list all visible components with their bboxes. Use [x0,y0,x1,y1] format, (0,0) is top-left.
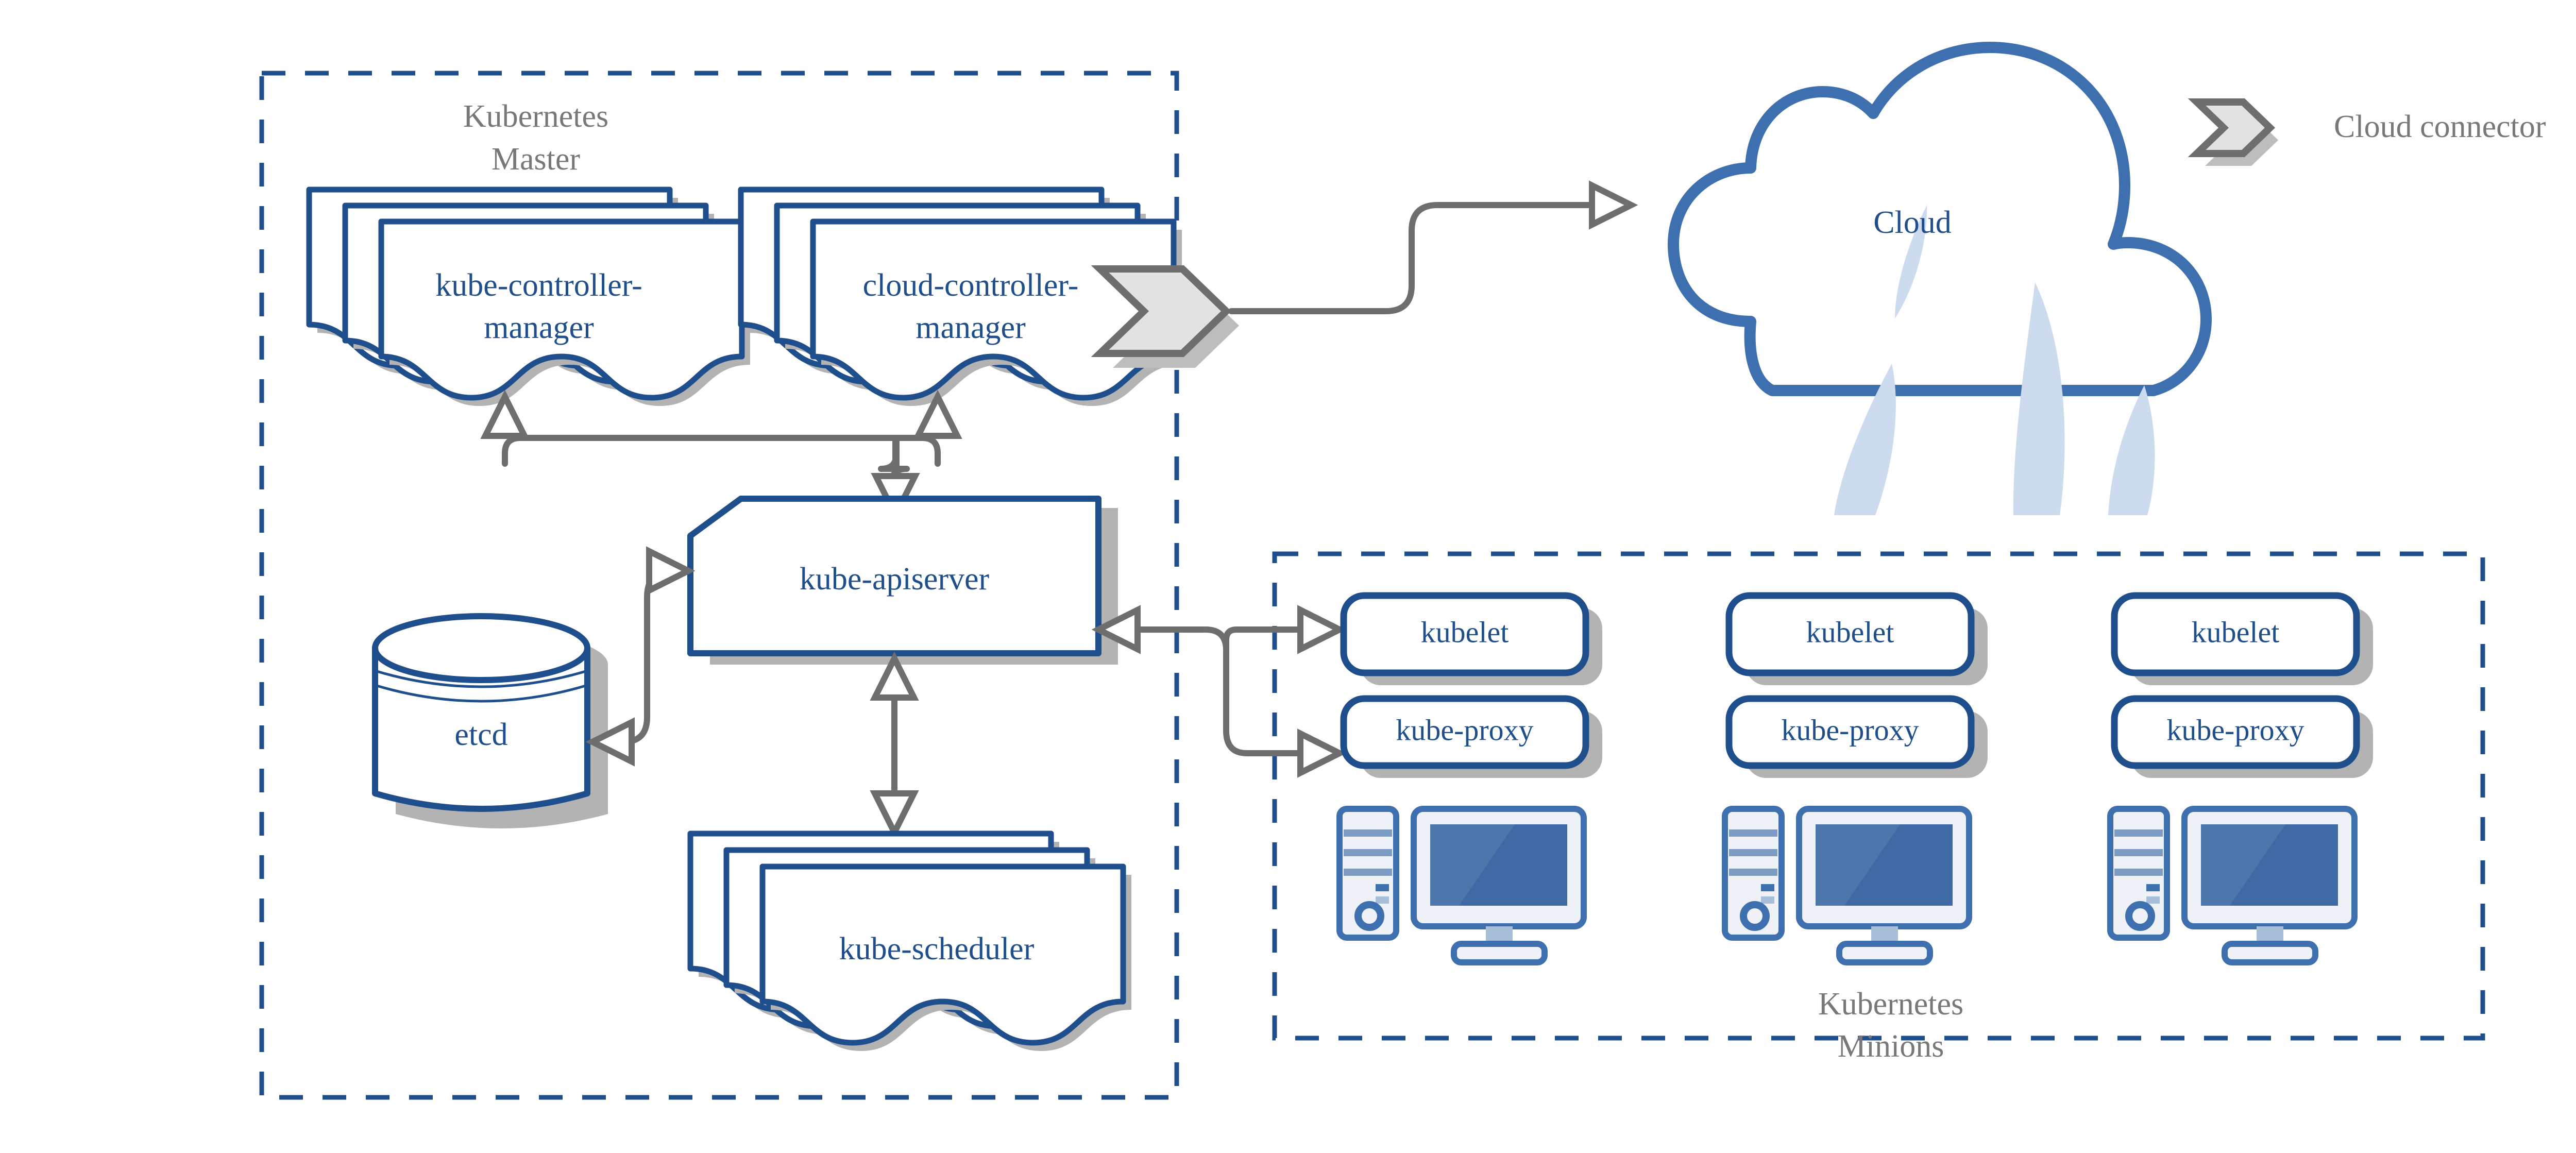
etcd-label: etcd [454,717,507,752]
kubelet-box-3[interactable] [2111,592,2360,676]
legend-cloud-connector-label: Cloud connector [2334,109,2546,144]
legend-chevron-icon [2188,98,2276,157]
connector-apiserver-to-minion1 [1091,605,1347,778]
legend-cloud-connector: Cloud connector [2188,98,2546,166]
cloud-label: Cloud [1873,205,1952,240]
kubelet-label-1: kubelet [1421,615,1509,649]
minion-node-1[interactable]: kubelet kube-proxy [1336,592,1602,965]
kubelet-label-2: kubelet [1806,615,1894,649]
computer-icon-2 [1722,806,1972,965]
kube-controller-manager-label-line2: manager [484,310,594,345]
minion-node-3[interactable]: kubelet kube-proxy [2107,592,2373,965]
kube-scheduler-label: kube-scheduler [839,931,1035,967]
kube-proxy-label-3: kube-proxy [2166,713,2304,747]
connector-controllers-to-apiserver [480,389,962,522]
kubernetes-minions-label-line2: Minions [1838,1029,1944,1064]
kubelet-box-2[interactable] [1725,592,1975,676]
cloud-controller-manager-label-line1: cloud-controller- [863,268,1079,303]
kubernetes-master-group-box [259,71,1179,1100]
cloud-controller-manager-node[interactable]: cloud-controller- manager [741,190,1182,406]
kubelet-box-1[interactable] [1340,592,1589,676]
kube-apiserver-node[interactable]: kube-apiserver [687,496,1118,665]
kubelet-label-3: kubelet [2192,615,2280,649]
kube-controller-manager-label-line1: kube-controller- [435,268,642,303]
cloud-node[interactable]: Cloud [1668,42,2212,515]
kubernetes-minions-group-box [1272,551,2485,1041]
kubernetes-minions-label-line1: Kubernetes [1818,987,1963,1022]
kube-proxy-label-1: kube-proxy [1396,713,1533,747]
kube-scheduler-node[interactable]: kube-scheduler [690,834,1131,1051]
kube-controller-manager-node[interactable]: kube-controller- manager [309,190,750,406]
computer-icon-1 [1336,806,1587,965]
kube-proxy-label-2: kube-proxy [1781,713,1919,747]
kubernetes-master-label-line1: Kubernetes [463,99,608,134]
etcd-node[interactable]: etcd [372,613,608,828]
kube-proxy-box-1[interactable] [1340,695,1589,769]
connector-cloudcontroller-to-cloud [1228,180,1638,314]
computer-icon-3 [2107,806,2358,965]
kube-proxy-box-3[interactable] [2111,695,2360,769]
cloud-controller-manager-label-line2: manager [916,310,1026,345]
minion-node-2[interactable]: kubelet kube-proxy [1722,592,1988,965]
kube-proxy-box-2[interactable] [1725,695,1975,769]
kubernetes-master-label-line2: Master [492,142,581,177]
kube-apiserver-label: kube-apiserver [800,562,990,597]
connector-apiserver-to-etcd [585,546,696,767]
connector-apiserver-to-scheduler [870,651,919,840]
cloud-connector-chevron-icon[interactable] [1091,265,1239,368]
